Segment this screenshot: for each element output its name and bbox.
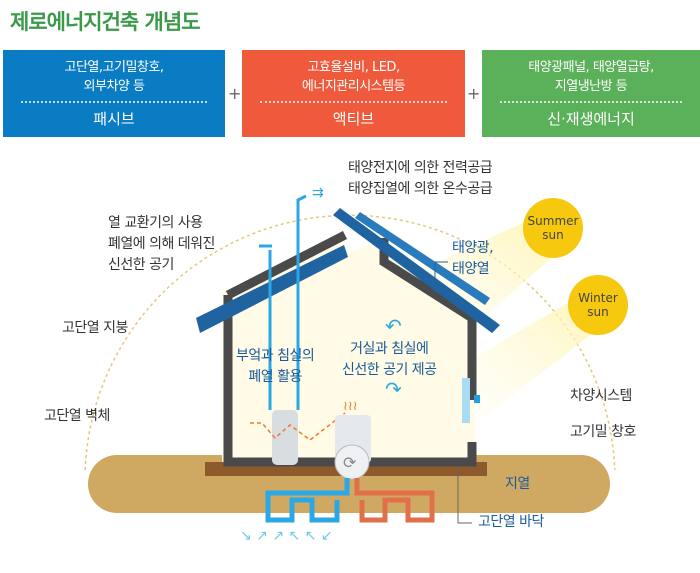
sun-label: Summer xyxy=(527,214,579,228)
category-desc: 외부차양 등 xyxy=(83,79,145,94)
wall-label: 고단열 벽체 xyxy=(44,408,110,424)
air-out-arrows-icon: ⇉ xyxy=(312,185,324,201)
label-line: 열 교환기의 사용 xyxy=(108,215,203,231)
sun-label: sun xyxy=(542,228,564,242)
label-line: 신선한 공기 xyxy=(108,257,174,273)
floor-label: 고단열 바닥 xyxy=(478,514,544,530)
circulation-icon xyxy=(334,444,370,480)
page-title: 제로에너지건축 개념도 xyxy=(10,10,201,34)
shading-device xyxy=(474,395,480,403)
label-line: 태양광, xyxy=(452,240,494,256)
roof-right xyxy=(333,208,500,333)
solar-panel xyxy=(355,212,490,305)
floor-leader-line xyxy=(457,468,472,524)
sun-label: sun xyxy=(587,305,609,319)
category-name: 액티브 xyxy=(332,110,375,128)
heat-exchanger xyxy=(272,410,298,465)
geothermal-pipe-warm xyxy=(354,478,435,523)
solar-label: 태양광, 태양열 xyxy=(452,238,494,280)
roof-left xyxy=(196,245,348,333)
insulation-arc xyxy=(84,214,616,471)
label-line: 폐열에 의해 데워진 xyxy=(108,236,215,252)
label-line: 태양전지에 의한 전력공급 xyxy=(348,160,493,176)
divider xyxy=(260,101,447,103)
plus-sign: + xyxy=(467,84,481,103)
divider xyxy=(500,101,682,103)
window-label: 고기밀 창호 xyxy=(570,424,636,440)
category-passive: 고단열,고기밀창호, 외부차양 등 패시브 xyxy=(3,50,225,137)
divider xyxy=(21,101,207,103)
sun-label: Winter xyxy=(578,291,618,305)
label-line: 태양집열에 의한 온수공급 xyxy=(348,181,493,197)
category-desc: 지열냉난방 등 xyxy=(554,79,628,94)
label-line: 부엌과 침실의 xyxy=(236,348,315,364)
category-desc: 고단열,고기밀창호, xyxy=(64,60,164,75)
category-name: 패시브 xyxy=(93,110,135,128)
category-renewable: 태양광패널, 태양열급탕, 지열냉난방 등 신·재생에너지 xyxy=(482,50,700,137)
label-line: 태양열 xyxy=(452,261,490,277)
geothermal-pipe-cold xyxy=(265,478,350,523)
airflow-arrow-icon: ↷ xyxy=(385,377,402,401)
supply-duct xyxy=(296,194,307,410)
heat-waves-icon: ≀≀≀ xyxy=(343,399,358,414)
label-line: 폐열 활용 xyxy=(248,369,302,385)
shading-label: 차양시스템 xyxy=(570,388,632,404)
solar-leader-line xyxy=(434,261,448,292)
ground-heat-arrows-icon: ↘ ↗ ↗ ↖ ↖ ↙ xyxy=(240,528,333,544)
label-line: 거실과 침실에 xyxy=(350,341,429,357)
airflow-arrow-icon: ↶ xyxy=(385,314,402,338)
heat-flow-line xyxy=(250,412,346,441)
category-desc: 고효율설비, LED, xyxy=(307,60,400,75)
circulation-icon: ⟳ xyxy=(343,453,357,472)
plus-sign: + xyxy=(228,84,242,103)
label-line: 신선한 공기 제공 xyxy=(342,362,437,378)
window xyxy=(462,378,470,423)
geothermal-label: 지열 xyxy=(505,476,530,492)
category-desc: 태양광패널, 태양열급탕, xyxy=(528,60,654,75)
roof-label: 고단열 지붕 xyxy=(62,320,128,336)
category-active: 고효율설비, LED, 에너지관리시스템등 액티브 xyxy=(242,50,465,137)
category-desc: 에너지관리시스템등 xyxy=(301,79,406,94)
house-interior xyxy=(222,240,475,462)
category-name: 신·재생에너지 xyxy=(547,110,635,128)
